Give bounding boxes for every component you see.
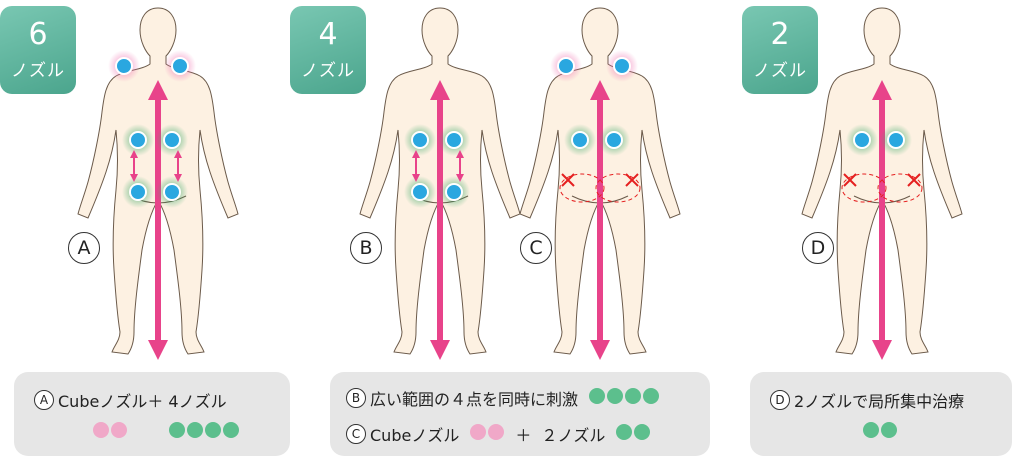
green-dot	[589, 388, 606, 404]
badge-unit: ノズル	[753, 61, 807, 81]
nozzle-point	[887, 131, 905, 149]
nozzle-count-badge-4: 4 ノズル	[290, 6, 366, 94]
nozzle-point	[115, 57, 133, 75]
figure-label-a: A	[68, 232, 100, 264]
green-dot	[607, 388, 624, 404]
green-dots-b	[588, 388, 660, 408]
small-arrow-head	[130, 150, 138, 158]
nozzle-point	[411, 183, 429, 201]
badge-unit: ノズル	[301, 61, 355, 81]
spine-arrow-head-down	[590, 340, 610, 360]
green-dot	[616, 424, 633, 440]
nozzle-point	[613, 57, 631, 75]
nozzle-point	[129, 131, 147, 149]
nozzle-count-badge-6: 6 ノズル	[0, 6, 76, 94]
small-arrow-head	[412, 174, 420, 182]
green-dots-c	[615, 424, 651, 444]
small-arrow-head	[130, 174, 138, 182]
caption-box-d: D 2ノズルで局所集中治療	[750, 372, 1012, 456]
dashed-area-left	[841, 173, 887, 203]
green-dot	[881, 422, 897, 438]
nozzle-point	[445, 183, 463, 201]
caption-d-marker: D	[770, 390, 790, 410]
caption-b-line: B 広い範囲の４点を同時に刺激	[346, 386, 660, 410]
dashed-area-right	[595, 173, 641, 203]
caption-c-text2: ２ノズル	[541, 426, 606, 445]
dashed-area-right	[877, 173, 923, 203]
badge-number: 4	[318, 17, 338, 52]
caption-c-marker: C	[346, 424, 366, 444]
nozzle-point	[557, 57, 575, 75]
green-dot	[169, 422, 185, 438]
green-dot	[187, 422, 203, 438]
badge-number: 6	[28, 17, 48, 52]
nozzle-point	[163, 131, 181, 149]
spine-arrow-head-down	[872, 340, 892, 360]
small-arrow-head	[174, 150, 182, 158]
caption-c-text: Cubeノズル	[370, 426, 460, 445]
nozzle-point	[129, 183, 147, 201]
figure-label-b: B	[350, 232, 382, 264]
pink-dot	[470, 424, 487, 440]
nozzle-point	[605, 131, 623, 149]
caption-a-dots	[92, 422, 240, 442]
body-figure-a	[77, 7, 239, 360]
caption-c-plus: ＋	[515, 426, 532, 445]
spine-arrow-head-down	[148, 340, 168, 360]
spine-arrow-head-down	[430, 340, 450, 360]
spine-arrow-head-up	[872, 80, 892, 100]
pink-dots-c	[469, 424, 505, 444]
spine-arrow-head-up	[430, 80, 450, 100]
spine-arrow-head-up	[590, 80, 610, 100]
badge-number: 2	[770, 17, 790, 52]
green-dot	[625, 388, 642, 404]
figure-label-c: C	[520, 232, 552, 264]
green-dot	[205, 422, 221, 438]
pink-dot	[93, 422, 109, 438]
cross-mark	[625, 173, 639, 187]
caption-b-text: 広い範囲の４点を同時に刺激	[370, 390, 579, 409]
green-dot	[223, 422, 239, 438]
small-arrow-head	[412, 150, 420, 158]
caption-box-bc: B 広い範囲の４点を同時に刺激 C Cubeノズル ＋ ２ノズル	[330, 372, 710, 456]
green-dot	[863, 422, 879, 438]
body-figure-c	[519, 7, 681, 360]
figure-label-d: D	[802, 232, 834, 264]
cross-mark	[561, 173, 575, 187]
pink-dot	[111, 422, 127, 438]
pink-dot	[488, 424, 505, 440]
cross-mark	[843, 173, 857, 187]
caption-a-marker: A	[34, 390, 54, 410]
green-dot	[643, 388, 660, 404]
green-dots-a	[168, 422, 240, 442]
nozzle-point	[853, 131, 871, 149]
caption-d-dots	[862, 422, 898, 442]
nozzle-point	[163, 183, 181, 201]
caption-box-a: A Cubeノズル＋ 4ノズル	[14, 372, 290, 456]
pink-dots-a	[92, 422, 128, 442]
caption-c-line: C Cubeノズル ＋ ２ノズル	[346, 422, 651, 446]
cross-mark	[907, 173, 921, 187]
green-dot	[634, 424, 651, 440]
body-figure-d	[801, 7, 963, 360]
dashed-area-left	[559, 173, 605, 203]
body-figure-b	[359, 7, 521, 360]
caption-d-text: 2ノズルで局所集中治療	[794, 392, 965, 411]
green-dots-d	[862, 422, 898, 442]
spine-arrow-head-up	[148, 80, 168, 100]
badge-unit: ノズル	[11, 61, 65, 81]
caption-a-line: A Cubeノズル＋ 4ノズル	[34, 388, 227, 412]
nozzle-point	[445, 131, 463, 149]
small-arrow-head	[456, 174, 464, 182]
nozzle-point	[571, 131, 589, 149]
nozzle-point	[411, 131, 429, 149]
small-arrow-head	[456, 150, 464, 158]
caption-d-line: D 2ノズルで局所集中治療	[770, 388, 964, 412]
small-arrow-head	[174, 174, 182, 182]
nozzle-point	[171, 57, 189, 75]
nozzle-count-badge-2: 2 ノズル	[742, 6, 818, 94]
caption-a-text: Cubeノズル＋ 4ノズル	[58, 392, 227, 411]
caption-b-marker: B	[346, 388, 366, 408]
